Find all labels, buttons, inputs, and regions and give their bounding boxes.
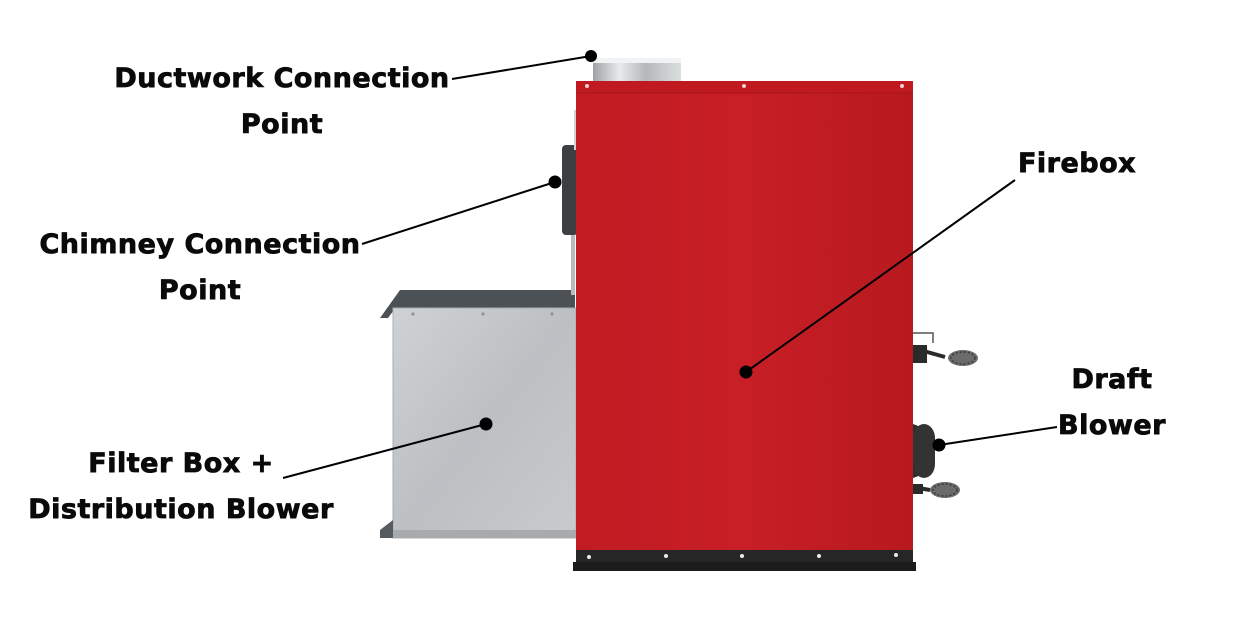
label-line: Chimney Connection: [39, 229, 361, 261]
filter-box: [380, 290, 577, 539]
firebox-body: [573, 81, 916, 571]
label-firebox: Firebox: [1012, 141, 1142, 187]
label-chimney-connection: Chimney Connection Point: [34, 222, 366, 314]
label-line: Blower: [1058, 410, 1166, 442]
label-line: Distribution Blower: [28, 494, 334, 526]
draft-blower-unit: [913, 424, 935, 478]
label-line: Draft: [1071, 364, 1153, 396]
ductwork-collar: [593, 58, 681, 84]
label-draft-blower: Draft Blower: [1052, 357, 1172, 449]
leader-lines: [282, 50, 1058, 479]
label-line: Filter Box +: [88, 448, 274, 480]
label-line: Point: [158, 275, 242, 307]
label-line: Ductwork Connection: [114, 63, 450, 95]
label-ductwork-connection: Ductwork Connection Point: [108, 56, 456, 148]
door-handles: [913, 332, 978, 498]
label-line: Point: [240, 109, 324, 141]
label-filter-box: Filter Box + Distribution Blower: [22, 441, 340, 533]
chimney-collar: [562, 110, 578, 295]
label-line: Firebox: [1017, 148, 1137, 180]
